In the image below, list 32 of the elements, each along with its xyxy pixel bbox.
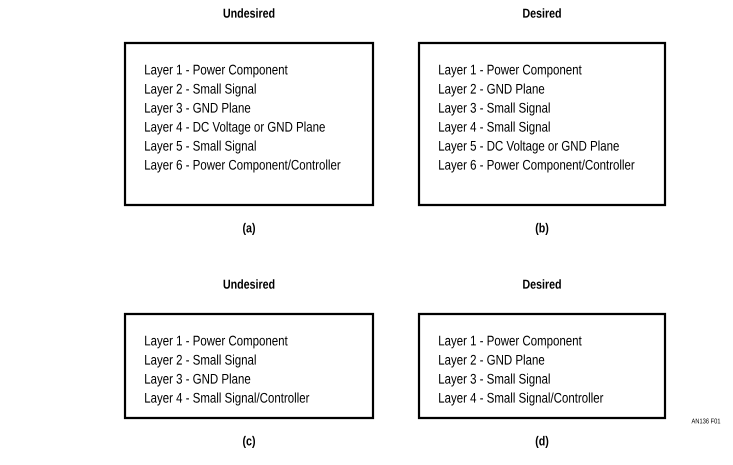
panel-caption: (a)	[243, 222, 255, 236]
layer-label: Layer 3 - GND Plane	[145, 102, 250, 116]
layer-label: Layer 2 - Small Signal	[145, 83, 256, 96]
panel-caption: (b)	[536, 222, 548, 236]
layer-label: Layer 6 - Power Component/Controller	[439, 159, 634, 172]
layer-stack-box	[418, 279, 666, 448]
layer-label: Layer 6 - Power Component/Controller	[145, 159, 341, 172]
layer-label: Layer 1 - Power Component	[145, 64, 288, 78]
heading: Desired	[523, 279, 561, 289]
heading: Desired	[523, 8, 561, 18]
panel-caption: (d)	[536, 436, 548, 448]
layer-label: Layer 3 - GND Plane	[145, 373, 250, 386]
layer-stack-box	[124, 8, 374, 236]
layer-label: Layer 2 - GND Plane	[439, 354, 544, 368]
layer-label: Layer 3 - Small Signal	[439, 373, 550, 386]
layer-label: Layer 2 - GND Plane	[439, 83, 544, 96]
layer-label: Layer 3 - Small Signal	[439, 102, 550, 116]
layer-label: Layer 4 - Small Signal/Controller	[439, 392, 604, 406]
layer-label: Layer 4 - DC Voltage or GND Plane	[145, 121, 325, 134]
layer-label: Layer 1 - Power Component	[145, 336, 288, 348]
layer-label: Layer 2 - Small Signal	[145, 354, 256, 368]
layer-label: Layer 4 - Small Signal	[439, 121, 550, 134]
layer-stack-box	[418, 8, 666, 236]
panel-caption: (c)	[243, 436, 255, 448]
layer-label: Layer 4 - Small Signal/Controller	[145, 392, 310, 406]
layer-label: Layer 5 - Small Signal	[145, 140, 256, 154]
layer-label: Layer 1 - Power Component	[439, 64, 582, 78]
heading: Undesired	[224, 279, 274, 289]
layer-label: Layer 5 - DC Voltage or GND Plane	[439, 140, 619, 154]
heading: Undesired	[224, 8, 274, 18]
layer-label: Layer 1 - Power Component	[439, 336, 582, 348]
layer-stack-box	[124, 279, 374, 448]
